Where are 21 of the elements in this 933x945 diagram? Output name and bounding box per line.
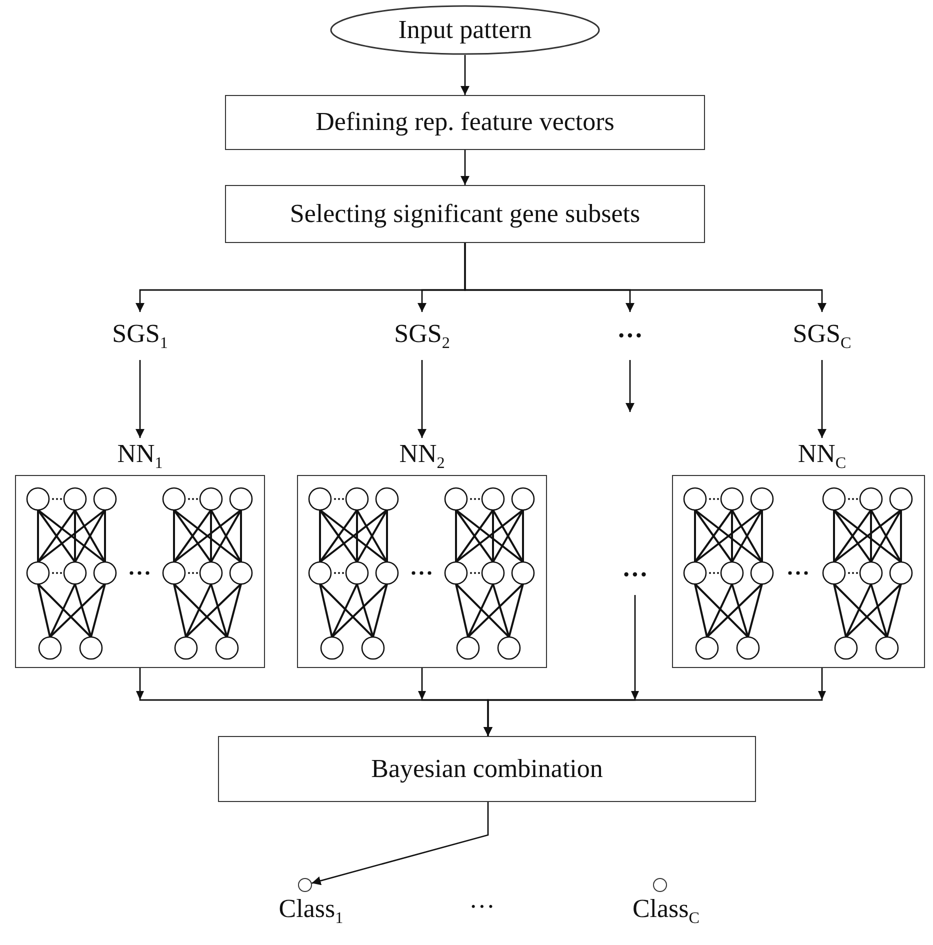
output-circle — [298, 878, 312, 892]
node-text: Defining rep. feature vectors — [316, 108, 614, 137]
network-label: NN$_{1}$ — [116, 438, 164, 474]
process-box — [225, 95, 705, 150]
network-label: NN$_{2}$ — [398, 438, 446, 474]
flow-label: ··· — [622, 560, 648, 590]
class-label: Class$_{C}$ — [632, 894, 700, 928]
ellipsis-label: ··· — [469, 892, 495, 922]
node-text: Bayesian combination — [371, 754, 603, 784]
process-box — [225, 185, 705, 243]
node-text: Input pattern — [398, 16, 532, 44]
flow-label: SGS$_{2}$ — [394, 320, 450, 352]
flow-label: ··· — [616, 322, 643, 350]
node-text: Selecting significant gene subsets — [290, 200, 640, 228]
flow-label: SGS$_{1}$ — [112, 320, 168, 352]
output-circle — [653, 878, 667, 892]
network-label: NN$_{C}$ — [796, 438, 848, 474]
class-label: Class$_{1}$ — [278, 894, 344, 928]
process-box — [218, 736, 756, 802]
flow-label: SGS$_{C}$ — [792, 320, 852, 352]
start-ellipse — [330, 5, 600, 55]
